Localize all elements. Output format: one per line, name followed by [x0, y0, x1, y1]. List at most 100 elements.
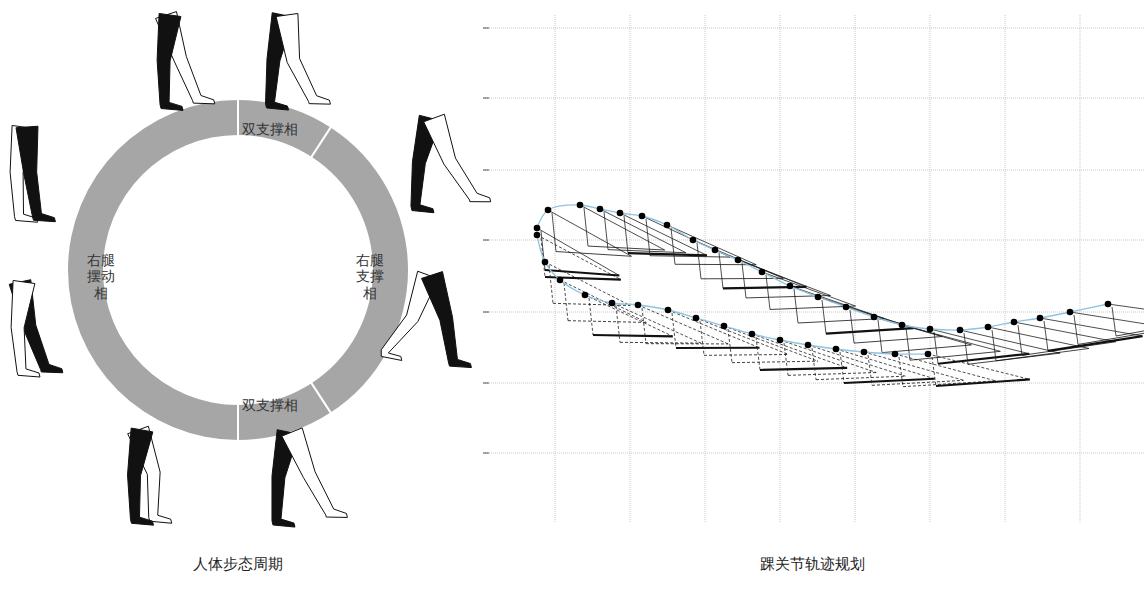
foot-line	[620, 213, 707, 255]
foot-line	[934, 332, 938, 364]
foot-line	[700, 321, 704, 355]
foot-line	[589, 298, 593, 335]
grid-line	[930, 15, 931, 522]
ring-divider	[311, 382, 331, 413]
ring-segment	[68, 100, 238, 440]
foot-line	[928, 354, 1030, 379]
sole-line	[620, 342, 701, 344]
sole-line	[608, 250, 686, 253]
foot-pose	[1070, 312, 1144, 344]
foot-line	[671, 228, 675, 264]
leg-silhouette	[16, 126, 55, 221]
foot-line	[552, 213, 556, 252]
foot-line	[752, 334, 847, 368]
grid-line	[483, 383, 1144, 384]
foot-line	[794, 289, 798, 323]
trajectory-point	[542, 259, 549, 266]
trajectory-point	[735, 257, 742, 264]
foot-line	[1070, 312, 1144, 328]
trajectory-point	[759, 269, 766, 276]
foot-pose	[808, 345, 905, 380]
foot-line	[906, 328, 910, 360]
leg-figures	[9, 12, 490, 527]
trajectory-point	[721, 323, 728, 330]
trajectory-point	[690, 237, 697, 244]
sole-line	[1116, 319, 1144, 336]
foot-line	[719, 253, 723, 288]
foot-line	[932, 357, 936, 386]
ring-phase-band: 右腿摆动相	[84, 250, 120, 307]
sole-line	[732, 361, 818, 362]
trajectory-point	[927, 326, 934, 333]
ring-divider	[311, 127, 331, 158]
axis-tick	[483, 98, 489, 99]
trajectory-point	[582, 292, 589, 299]
trajectory-point	[534, 225, 541, 232]
foot-pose	[988, 327, 1089, 361]
foot-line	[808, 345, 905, 376]
phase-label: 右腿支撑相	[356, 252, 384, 302]
trajectory-point	[787, 283, 794, 290]
foot-line	[545, 262, 630, 306]
leg-silhouette	[11, 280, 40, 377]
foot-line	[812, 348, 816, 380]
foot-line	[840, 352, 844, 383]
trajectory-point	[664, 222, 671, 229]
foot-line	[960, 330, 1060, 353]
trajectory-point	[925, 351, 932, 358]
foot-line	[780, 340, 876, 373]
leg-silhouette	[282, 428, 348, 518]
trajectory-point	[871, 314, 878, 321]
foot-line	[624, 216, 628, 253]
foot-pose	[1108, 304, 1144, 336]
grid-line	[705, 15, 706, 522]
foot-line	[784, 343, 788, 375]
sole-line	[844, 379, 935, 383]
foot-line	[696, 318, 789, 354]
sole-line	[854, 337, 942, 344]
plot-grid	[483, 15, 1144, 522]
foot-line	[1112, 307, 1116, 336]
leg-silhouette	[128, 428, 154, 525]
ankle-trajectory	[534, 202, 1144, 387]
ring-divider	[237, 99, 239, 136]
foot-line	[697, 243, 701, 279]
foot-pose	[667, 225, 756, 265]
grid-line	[483, 312, 1144, 313]
sole-line	[568, 321, 646, 323]
sole-line	[770, 306, 856, 309]
sole-line	[675, 264, 756, 265]
foot-line	[822, 300, 826, 334]
grid-line	[483, 240, 1144, 241]
trajectory-point	[534, 232, 541, 239]
grid-line	[483, 28, 1144, 29]
trajectory-point	[1037, 315, 1044, 322]
ring-phase-band: 右腿支撑相	[353, 250, 389, 307]
leg-silhouette	[157, 13, 183, 110]
foot-line	[667, 225, 756, 265]
sole-line	[1048, 336, 1143, 351]
axis-tick	[483, 312, 489, 313]
trajectory-point	[985, 324, 992, 331]
trajectory-point	[557, 277, 564, 284]
foot-pose	[638, 305, 728, 344]
foot-pose	[620, 213, 707, 255]
foot-pose	[548, 210, 631, 256]
trajectory-point	[749, 331, 756, 338]
trajectory-point	[1105, 301, 1112, 308]
trajectory-curve	[537, 205, 1108, 330]
ring-phase-band: 双支撑相	[239, 395, 303, 418]
trajectory-point	[957, 327, 964, 334]
foot-line	[668, 310, 760, 348]
foot-line	[564, 283, 568, 321]
sole-line	[826, 328, 914, 334]
trajectory-point	[617, 210, 624, 217]
sole-line	[760, 368, 847, 370]
trajectory-point	[609, 300, 616, 307]
foot-line	[1018, 325, 1022, 355]
grid-line	[555, 15, 556, 522]
foot-line	[616, 306, 620, 342]
trajectory-point	[597, 206, 604, 213]
foot-pose	[580, 205, 665, 250]
foot-line	[766, 275, 770, 309]
